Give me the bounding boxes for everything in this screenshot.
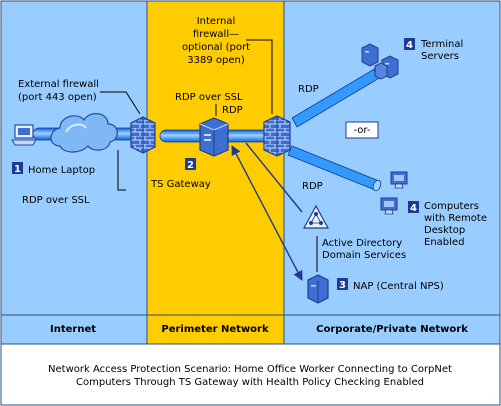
internal-firewall-label-3: optional (port	[182, 42, 250, 53]
ts-gateway-server-icon	[199, 117, 229, 157]
zone-label-internet: Internet	[50, 324, 96, 335]
cloud-icon	[50, 113, 118, 153]
workstation-icon	[390, 171, 408, 189]
badge-laptop: 1	[12, 162, 23, 175]
external-firewall-icon	[130, 116, 156, 154]
rdp-over-ssl-top-label: RDP over SSL	[175, 92, 243, 103]
gateway-nap-arrows	[231, 142, 303, 281]
badge-nap: 3	[337, 278, 348, 291]
laptop-icon	[11, 124, 37, 146]
computers-label-2: with Remote	[424, 213, 487, 224]
server-icon	[361, 43, 379, 67]
badge-terminal-number: 4	[406, 40, 413, 51]
badge-terminal: 4	[404, 38, 415, 51]
badge-nap-number: 3	[339, 280, 346, 291]
nap-label: NAP (Central NPS)	[353, 281, 444, 292]
terminal-servers-label-1: Terminal	[420, 39, 463, 50]
zone-label-corporate: Corporate/Private Network	[316, 324, 468, 335]
callout-lines	[100, 39, 273, 191]
caption-line-1: Network Access Protection Scenario: Home…	[48, 364, 452, 375]
ad-label-1: Active Directory	[322, 238, 402, 249]
computers-label-1: Computers	[424, 201, 479, 212]
terminal-servers-icon	[361, 43, 399, 80]
external-firewall-label: External firewall	[18, 79, 99, 90]
badge-laptop-number: 1	[14, 164, 21, 175]
internal-firewall-label-4: 3389 open)	[187, 55, 245, 66]
external-firewall-port-label: (port 443 open)	[18, 92, 97, 103]
nap-server-icon	[307, 274, 329, 304]
zone-label-perimeter: Perimeter Network	[161, 324, 269, 335]
or-label: -or-	[354, 125, 371, 136]
zone-internet	[0, 0, 148, 345]
computers-label-4: Enabled	[424, 237, 464, 248]
badge-computers-number: 4	[410, 203, 417, 214]
badge-computers: 4	[408, 201, 419, 214]
internal-firewall-icon	[263, 115, 291, 157]
directory-icon	[302, 204, 330, 229]
internal-firewall-label-1: Internal	[197, 16, 236, 27]
rdp-upper-label: RDP	[298, 84, 319, 95]
ad-label-2: Domain Services	[322, 250, 406, 261]
rdp-inner-label: RDP	[222, 105, 243, 116]
remote-computers-icon	[380, 171, 408, 215]
rdp-over-ssl-left-label: RDP over SSL	[22, 195, 90, 206]
workstation-icon	[380, 197, 398, 215]
or-box: -or-	[345, 121, 379, 139]
home-laptop-label: Home Laptop	[28, 165, 95, 176]
terminal-servers-label-2: Servers	[421, 51, 459, 62]
server-icon	[374, 62, 388, 80]
badge-gateway-number: 2	[187, 160, 194, 171]
caption-line-2: Computers Through TS Gateway with Health…	[76, 377, 424, 388]
internal-firewall-label-2: firewall—	[193, 29, 239, 40]
caption-box	[0, 343, 501, 406]
badge-gateway: 2	[185, 158, 196, 171]
ts-gateway-label: TS Gateway	[150, 179, 211, 190]
computers-label-3: Desktop	[424, 225, 465, 236]
rdp-lower-label: RDP	[302, 181, 323, 192]
